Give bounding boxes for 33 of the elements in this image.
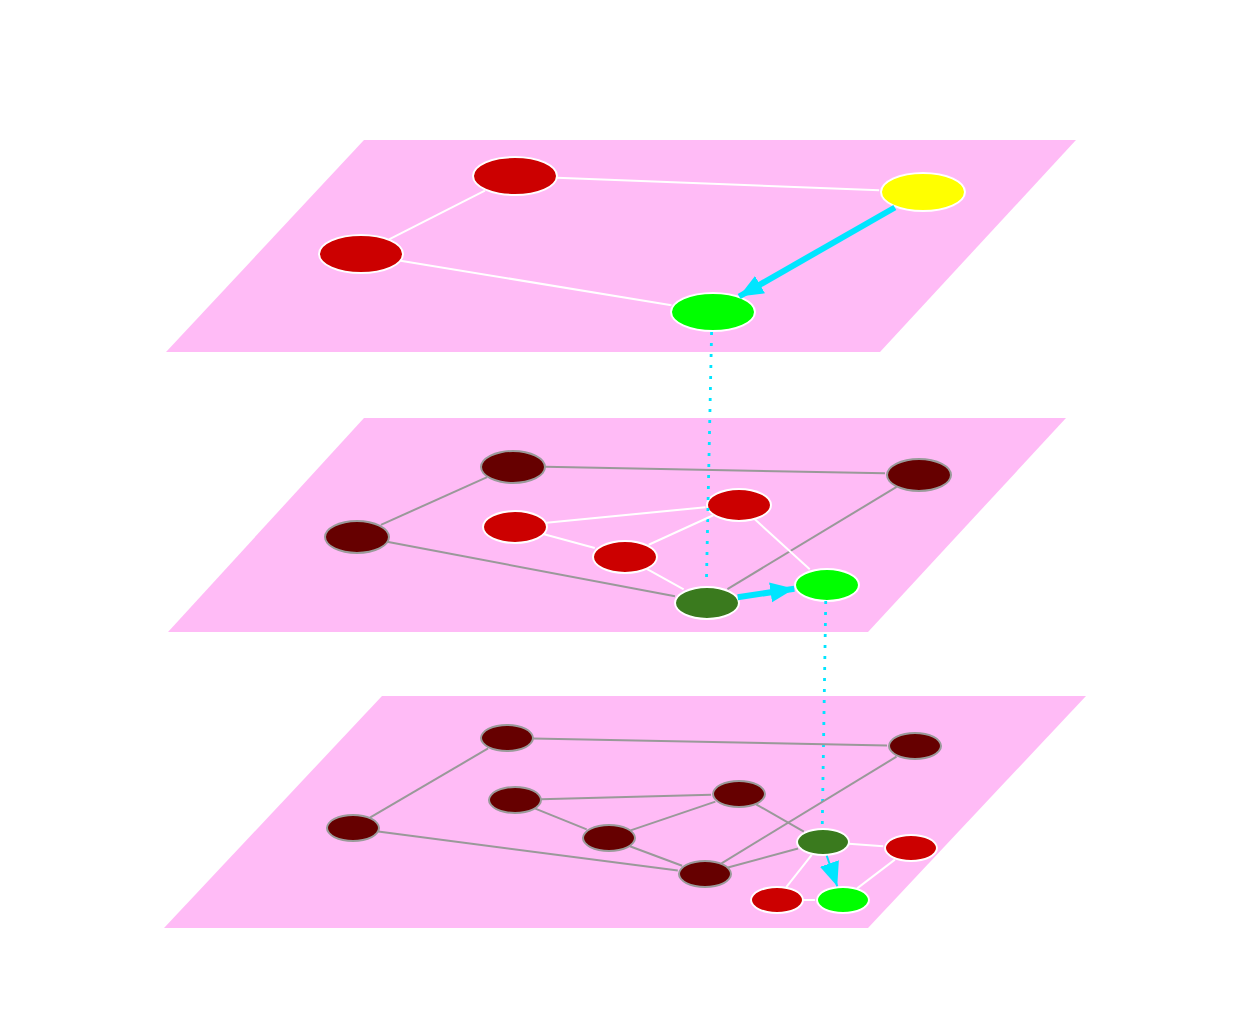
connector-line	[388, 189, 486, 241]
connector-line	[647, 514, 715, 546]
arrow	[819, 854, 839, 888]
connector-line	[629, 800, 717, 832]
connector-line	[753, 517, 811, 571]
arrow	[737, 204, 897, 300]
connector-line	[379, 476, 489, 526]
connector-line	[726, 847, 800, 869]
connector-line	[534, 807, 588, 831]
arrow	[737, 582, 795, 603]
connector-line	[755, 803, 805, 833]
connector-line	[720, 755, 898, 865]
connector-line	[532, 737, 888, 747]
connector-line	[539, 793, 713, 801]
layer-plane	[164, 696, 1086, 928]
layer-plane	[166, 140, 1076, 352]
connector-line	[542, 532, 596, 550]
connector-line	[645, 567, 685, 591]
connector-line	[386, 540, 676, 598]
connector-line	[628, 845, 684, 867]
connector-line	[802, 899, 816, 901]
connector-line	[785, 853, 813, 889]
connector-line	[856, 858, 896, 890]
connector-line	[847, 842, 885, 848]
connector-line	[726, 485, 898, 591]
connector-line	[545, 506, 707, 524]
connector-line	[555, 176, 881, 192]
connector-line	[377, 830, 679, 872]
connector-line	[820, 600, 828, 828]
connector-line	[368, 747, 490, 819]
layer-plane	[168, 418, 1066, 632]
connector-line	[544, 465, 886, 475]
connector-line	[399, 259, 673, 307]
